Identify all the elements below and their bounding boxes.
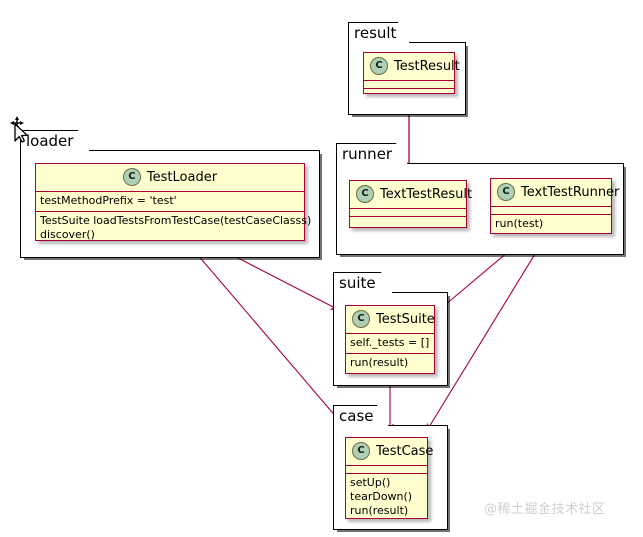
class-stereotype-icon: C (352, 310, 370, 328)
class-attribute: testMethodPrefix = 'test' (40, 194, 177, 207)
class-testresult-header: C TestResult (364, 53, 460, 81)
class-texttestrunner-attributes (491, 207, 611, 215)
watermark: @稀土掘金技术社区 (484, 502, 606, 517)
package-case-label: case (339, 406, 374, 425)
class-stereotype-icon: C (356, 185, 374, 203)
class-texttestrunner-methods: run(test) (491, 215, 611, 234)
class-texttestrunner[interactable]: C TextTestRunner run(test) (490, 178, 619, 234)
class-testcase-header: C TestCase (346, 438, 433, 466)
class-stereotype-icon: C (352, 442, 370, 460)
class-texttestresult-header: C TextTestResult (350, 181, 472, 209)
class-texttestrunner-header: C TextTestRunner (491, 179, 619, 207)
move-cursor-icon (10, 116, 28, 143)
class-testloader-attributes: testMethodPrefix = 'test' (36, 192, 304, 212)
package-loader-label: loader (26, 131, 74, 150)
package-case-tab: case (333, 405, 389, 426)
package-runner-tab: runner (336, 143, 408, 164)
class-testsuite-name: TestSuite (376, 311, 435, 327)
class-testcase-methods: setUp() tearDown() run(result) (346, 474, 427, 521)
class-method: discover() (40, 228, 95, 241)
class-texttestrunner-name: TextTestRunner (521, 184, 620, 200)
class-testresult-name: TestResult (394, 58, 460, 74)
class-method: run(result) (350, 356, 409, 369)
class-stereotype-icon: C (122, 168, 141, 186)
class-texttestresult-methods (350, 217, 466, 224)
class-testloader-name: TestLoader (146, 169, 218, 185)
class-method: run(result) (350, 504, 409, 517)
class-method: setUp() (350, 476, 391, 489)
package-result-tab: result (348, 22, 410, 43)
package-runner-label: runner (342, 144, 393, 163)
class-testsuite-methods: run(result) (346, 354, 434, 373)
class-attribute: self._tests = [] (350, 336, 430, 349)
class-testsuite-header: C TestSuite (346, 306, 435, 334)
class-texttestresult[interactable]: C TextTestResult (349, 180, 472, 228)
class-testsuite[interactable]: C TestSuite self._tests = [] run(result) (345, 305, 435, 374)
package-suite-tab: suite (333, 272, 393, 293)
class-stereotype-icon: C (497, 183, 515, 201)
class-testcase-name: TestCase (376, 443, 434, 459)
class-texttestresult-attributes (350, 209, 466, 217)
class-method: run(test) (495, 217, 544, 230)
class-method: tearDown() (350, 490, 413, 503)
class-method: TestSuite loadTestsFromTestCase(testCase… (40, 214, 312, 227)
class-testloader-methods: TestSuite loadTestsFromTestCase(testCase… (36, 212, 312, 245)
class-testresult[interactable]: C TestResult (363, 52, 460, 96)
class-testresult-attributes (364, 81, 454, 89)
class-testsuite-attributes: self._tests = [] (346, 334, 434, 354)
edge-testloader-to-testcase (184, 239, 350, 433)
class-testloader[interactable]: C TestLoader testMethodPrefix = 'test' T… (35, 163, 311, 241)
class-texttestresult-name: TextTestResult (380, 186, 473, 202)
class-testcase[interactable]: C TestCase setUp() tearDown() run(result… (345, 437, 433, 521)
package-suite-label: suite (339, 273, 376, 292)
package-loader-tab: loader (20, 130, 90, 151)
package-result-label: result (354, 23, 397, 42)
class-stereotype-icon: C (370, 57, 388, 75)
class-testloader-header: C TestLoader (36, 164, 304, 192)
class-testcase-attributes (346, 466, 427, 474)
class-testresult-methods (364, 89, 454, 96)
